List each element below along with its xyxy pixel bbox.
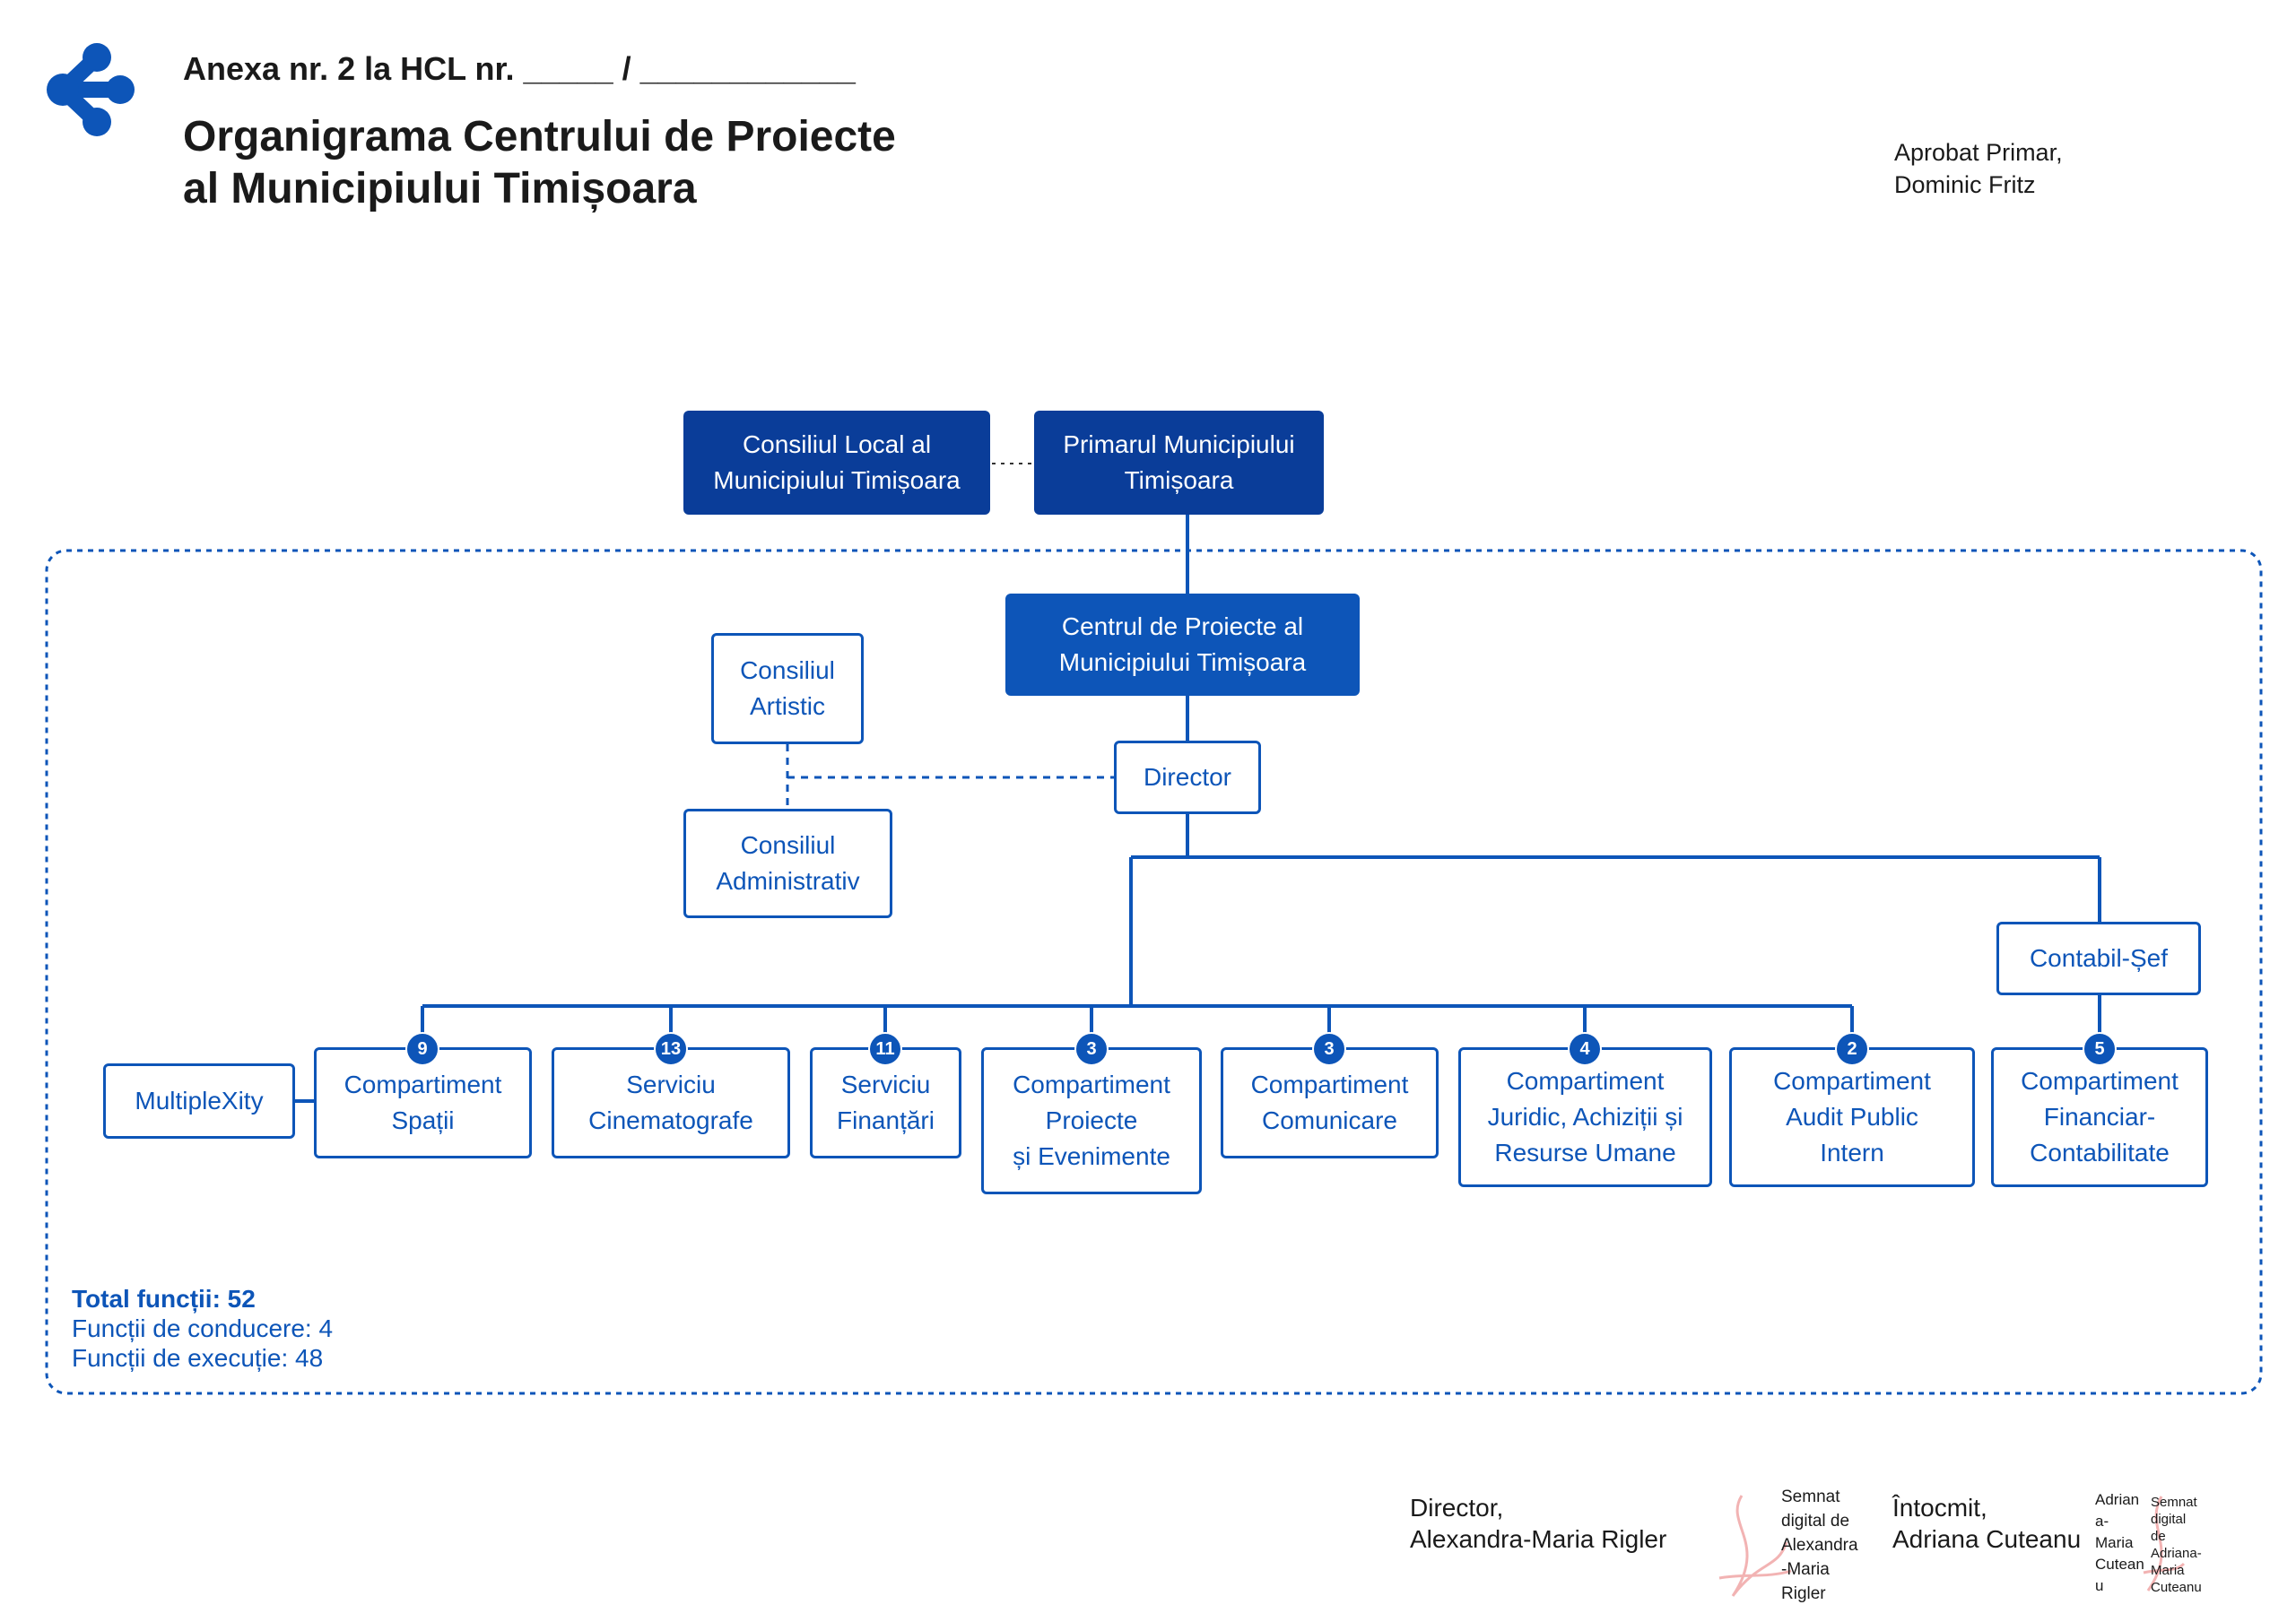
department-line: Compartiment — [1506, 1067, 1665, 1095]
multiplexity-box: MultipleXity — [103, 1063, 295, 1139]
centrul-line-2: Municipiului Timișoara — [1058, 648, 1307, 676]
consiliul-artistic-box: Consiliul Artistic — [711, 633, 864, 744]
department-line: Compartiment — [344, 1071, 502, 1098]
department-line: Compartiment — [1013, 1071, 1170, 1098]
primarul-box: Primarul Municipiului Timișoara — [1034, 411, 1324, 515]
annex-reference: Anexa nr. 2 la HCL nr. _____ / _________… — [183, 50, 856, 87]
consiliul-artistic-line-2: Artistic — [749, 692, 825, 720]
institution-boundary — [45, 549, 2263, 1395]
headcount-badge: 4 — [1568, 1032, 1602, 1066]
department-line: Finanțări — [837, 1106, 935, 1134]
centrul-line-1: Centrul de Proiecte al — [1061, 612, 1304, 640]
stamp-line: Semnat — [2151, 1495, 2197, 1510]
title-line-1: Organigrama Centrului de Proiecte — [183, 113, 896, 160]
department-line: și Evenimente — [1013, 1142, 1170, 1170]
headcount-badge: 3 — [1312, 1032, 1346, 1066]
department-line: Audit Public — [1786, 1103, 1918, 1131]
digital-signature-mark-icon — [1718, 1495, 1792, 1597]
director-signature-block: Director, Alexandra-Maria Rigler — [1410, 1492, 1666, 1555]
stamp-line: digital — [2151, 1512, 2187, 1527]
contabil-sef-label: Contabil-Șef — [2029, 944, 2169, 972]
multiplexity-label: MultipleXity — [135, 1087, 264, 1115]
consiliul-administrativ-line-1: Consiliul — [740, 831, 836, 859]
digital-signature-mark-icon — [2143, 1496, 2186, 1592]
consiliul-administrativ-box: Consiliul Administrativ — [683, 809, 892, 918]
consiliul-local-box: Consiliul Local al Municipiului Timișoar… — [683, 411, 990, 515]
director-label: Director — [1143, 763, 1231, 791]
director-signature-name: Alexandra-Maria Rigler — [1410, 1525, 1667, 1553]
department-line: Juridic, Achiziții și — [1487, 1103, 1683, 1131]
stamp-line: Maria — [2095, 1534, 2134, 1551]
primarul-line-1: Primarul Municipiului — [1063, 430, 1295, 458]
centrul-de-proiecte-box: Centrul de Proiecte al Municipiului Timi… — [1005, 594, 1360, 696]
department-line: Spații — [391, 1106, 455, 1134]
stamp-line: Cutean — [2095, 1556, 2144, 1573]
intocmit-signature-title: Întocmit, — [1892, 1494, 1987, 1522]
total-positions: Total funcții: 52 — [72, 1285, 256, 1313]
director-box: Director — [1114, 741, 1261, 814]
contabil-sef-box: Contabil-Șef — [1996, 922, 2201, 995]
department-box: Compartiment Audit Public Intern — [1729, 1047, 1975, 1187]
headcount-badge: 13 — [654, 1032, 688, 1066]
department-line: Financiar- — [2043, 1103, 2156, 1131]
intocmit-digital-stamp: Semnat digital de Adriana- Maria Cuteanu — [2151, 1494, 2202, 1596]
intocmit-stamp-name: Adrian a- Maria Cutean u — [2095, 1489, 2144, 1597]
consiliul-local-line-2: Municipiului Timișoara — [713, 466, 961, 494]
department-box: Serviciu Finanțări — [810, 1047, 961, 1158]
consiliul-administrativ-line-2: Administrativ — [716, 867, 860, 895]
director-digital-stamp: Semnat digital de Alexandra -Maria Rigle… — [1781, 1485, 1858, 1606]
headcount-badge: 11 — [868, 1032, 902, 1066]
molecule-logo-icon — [47, 43, 135, 136]
department-box: Compartiment Financiar- Contabilitate — [1991, 1047, 2208, 1187]
approval-note: Aprobat Primar, Dominic Fritz — [1894, 136, 2063, 201]
stamp-line: Maria — [2151, 1563, 2185, 1578]
department-line: Compartiment — [1773, 1067, 1931, 1095]
stamp-line: digital de — [1781, 1512, 1850, 1531]
department-line: Compartiment — [1250, 1071, 1409, 1098]
approval-line-2: Dominic Fritz — [1894, 171, 2036, 198]
department-line: Cinematografe — [588, 1106, 753, 1134]
department-line: Comunicare — [1262, 1106, 1397, 1134]
director-signature-title: Director, — [1410, 1494, 1504, 1522]
management-positions: Funcții de conducere: 4 — [72, 1314, 334, 1342]
department-box: Compartiment Juridic, Achiziții și Resur… — [1458, 1047, 1712, 1187]
title-line-2: al Municipiului Timișoara — [183, 165, 697, 213]
stamp-line: Adriana- — [2151, 1546, 2202, 1561]
consiliul-artistic-line-1: Consiliul — [740, 656, 835, 684]
stamp-line: Alexandra — [1781, 1536, 1858, 1555]
position-totals: Total funcții: 52 Funcții de conducere: … — [72, 1284, 333, 1373]
department-line: Resurse Umane — [1494, 1139, 1676, 1167]
stamp-line: Rigler — [1781, 1584, 1826, 1603]
stamp-line: Adrian — [2095, 1491, 2140, 1508]
stamp-line: u — [2095, 1577, 2104, 1594]
stamp-line: Cuteanu — [2151, 1580, 2202, 1595]
consiliul-local-line-1: Consiliul Local al — [742, 430, 932, 458]
department-line: Proiecte — [1045, 1106, 1138, 1134]
stamp-line: -Maria — [1781, 1560, 1830, 1579]
headcount-badge: 9 — [405, 1032, 439, 1066]
intocmit-signature-name: Adriana Cuteanu — [1892, 1525, 2082, 1553]
execution-positions: Funcții de execuție: 48 — [72, 1344, 324, 1372]
stamp-line: Semnat — [1781, 1488, 1840, 1506]
headcount-badge: 2 — [1835, 1032, 1869, 1066]
department-line: Contabilitate — [2030, 1139, 2170, 1167]
stamp-line: de — [2151, 1529, 2166, 1544]
headcount-badge: 5 — [2083, 1032, 2117, 1066]
department-line: Compartiment — [2021, 1067, 2179, 1095]
department-line: Intern — [1820, 1139, 1884, 1167]
department-line: Serviciu — [840, 1071, 931, 1098]
headcount-badge: 3 — [1074, 1032, 1109, 1066]
intocmit-signature-block: Întocmit, Adriana Cuteanu — [1892, 1492, 2081, 1555]
department-box: Compartiment Proiecte și Evenimente — [981, 1047, 1202, 1194]
department-line: Serviciu — [626, 1071, 716, 1098]
page-title: Organigrama Centrului de Proiecte al Mun… — [183, 111, 896, 215]
approval-line-1: Aprobat Primar, — [1894, 139, 2063, 166]
primarul-line-2: Timișoara — [1124, 466, 1234, 494]
stamp-line: a- — [2095, 1513, 2109, 1530]
